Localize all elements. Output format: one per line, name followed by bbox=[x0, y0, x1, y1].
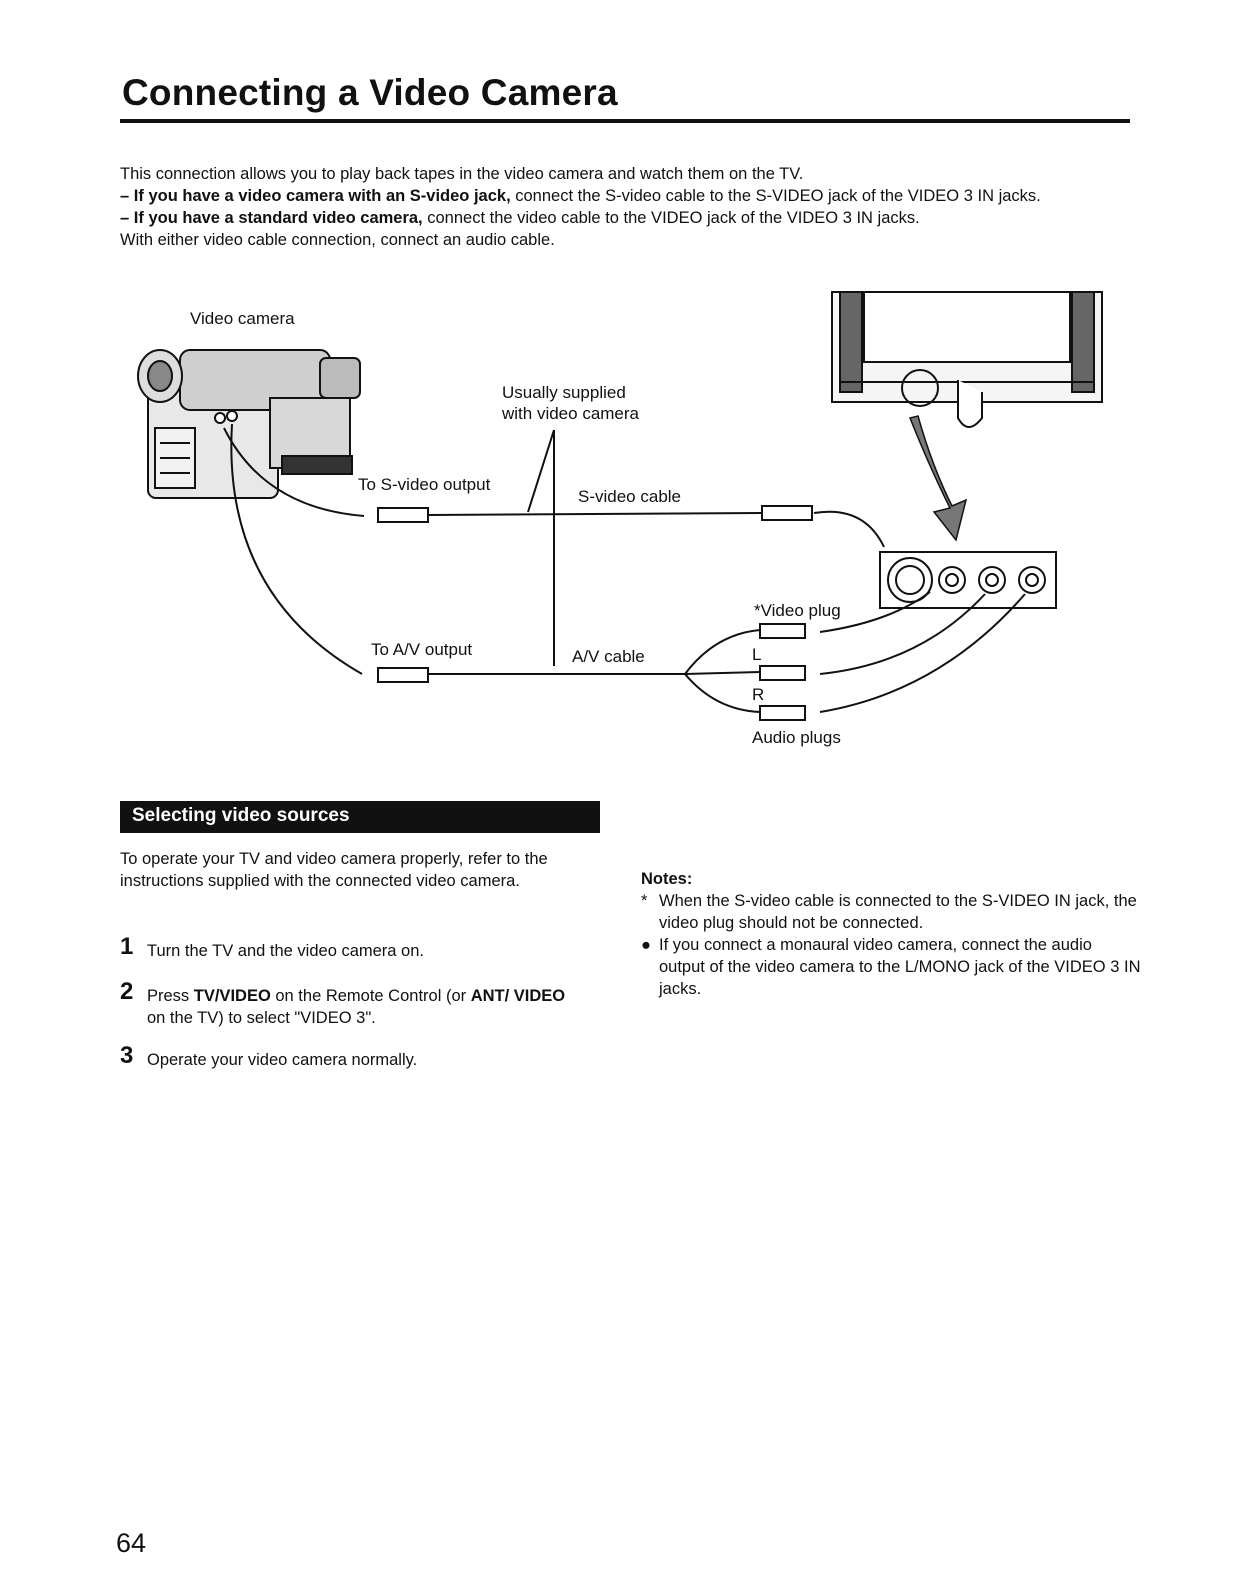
step-text: Press TV/VIDEO on the Remote Control (or… bbox=[147, 985, 587, 1029]
label-to-s-video-output: To S-video output bbox=[358, 475, 491, 494]
intro-line-4: With either video cable connection, conn… bbox=[120, 231, 555, 249]
intro-text: This connection allows you to play back … bbox=[120, 163, 1150, 251]
video-camera-illustration bbox=[137, 349, 361, 499]
label-l: L bbox=[752, 645, 761, 664]
label-usually-supplied-1: Usually supplied bbox=[502, 383, 626, 402]
intro-bullet-1: – If you have a video camera with an S-v… bbox=[120, 185, 1150, 207]
dash-1: – bbox=[120, 187, 130, 205]
step-number: 2 bbox=[120, 978, 134, 1005]
step-bold-tv-video: TV/VIDEO bbox=[193, 987, 271, 1005]
tv-illustration bbox=[831, 291, 1103, 428]
step-number: 1 bbox=[120, 933, 134, 960]
label-video-camera: Video camera bbox=[190, 309, 295, 328]
label-r: R bbox=[752, 685, 764, 704]
note-text: When the S-video cable is connected to t… bbox=[659, 892, 1137, 932]
section-lead: To operate your TV and video camera prop… bbox=[120, 850, 548, 890]
section-banner-title: Selecting video sources bbox=[132, 805, 350, 826]
intro-bullet-1-bold: If you have a video camera with an S-vid… bbox=[133, 187, 511, 205]
page-title: Connecting a Video Camera bbox=[122, 72, 618, 113]
title-rule bbox=[120, 119, 1130, 123]
down-arrow-icon bbox=[908, 415, 968, 542]
note-text: If you connect a monaural video camera, … bbox=[659, 936, 1141, 998]
notes: Notes: * When the S-video cable is conne… bbox=[641, 868, 1141, 1000]
section-banner: Selecting video sources bbox=[120, 801, 600, 833]
step-text-post: on the TV) to select "VIDEO 3". bbox=[147, 1009, 376, 1027]
note-marker: * bbox=[641, 892, 648, 910]
intro-line-1: This connection allows you to play back … bbox=[120, 165, 804, 183]
label-usually-supplied-2: with video camera bbox=[501, 404, 640, 423]
step-text: Operate your video camera normally. bbox=[147, 1051, 418, 1069]
cables bbox=[223, 423, 1026, 721]
video3-in-jack-panel bbox=[879, 551, 1057, 609]
intro-bullet-1-text: connect the S-video cable to the S-VIDEO… bbox=[510, 187, 1041, 205]
page-number: 64 bbox=[116, 1528, 147, 1558]
dash-2: – bbox=[120, 209, 130, 227]
step-bold-ant-video: ANT/ VIDEO bbox=[470, 987, 566, 1005]
label-s-video-cable: S-video cable bbox=[578, 487, 681, 506]
intro-bullet-2-text: connect the video cable to the VIDEO jac… bbox=[422, 209, 920, 227]
label-audio-plugs: Audio plugs bbox=[752, 728, 841, 747]
step-text: Turn the TV and the video camera on. bbox=[147, 942, 424, 960]
note-item: ● If you connect a monaural video camera… bbox=[641, 934, 1141, 1000]
intro-bullet-2: – If you have a standard video camera, c… bbox=[120, 207, 1150, 229]
connection-diagram: Video camera Usually supplied with video… bbox=[137, 291, 1103, 747]
intro-bullet-2-bold: If you have a standard video camera, bbox=[133, 209, 423, 227]
notes-heading: Notes: bbox=[641, 870, 693, 888]
label-av-cable: A/V cable bbox=[572, 647, 645, 666]
step-text-mid: on the Remote Control (or bbox=[270, 987, 471, 1005]
step-text-pre: Press bbox=[147, 987, 194, 1005]
bullet-icon: ● bbox=[641, 936, 651, 954]
step-number: 3 bbox=[120, 1042, 134, 1069]
label-to-av-output: To A/V output bbox=[371, 640, 472, 659]
label-video-plug: *Video plug bbox=[754, 601, 841, 620]
note-item: * When the S-video cable is connected to… bbox=[641, 890, 1141, 934]
